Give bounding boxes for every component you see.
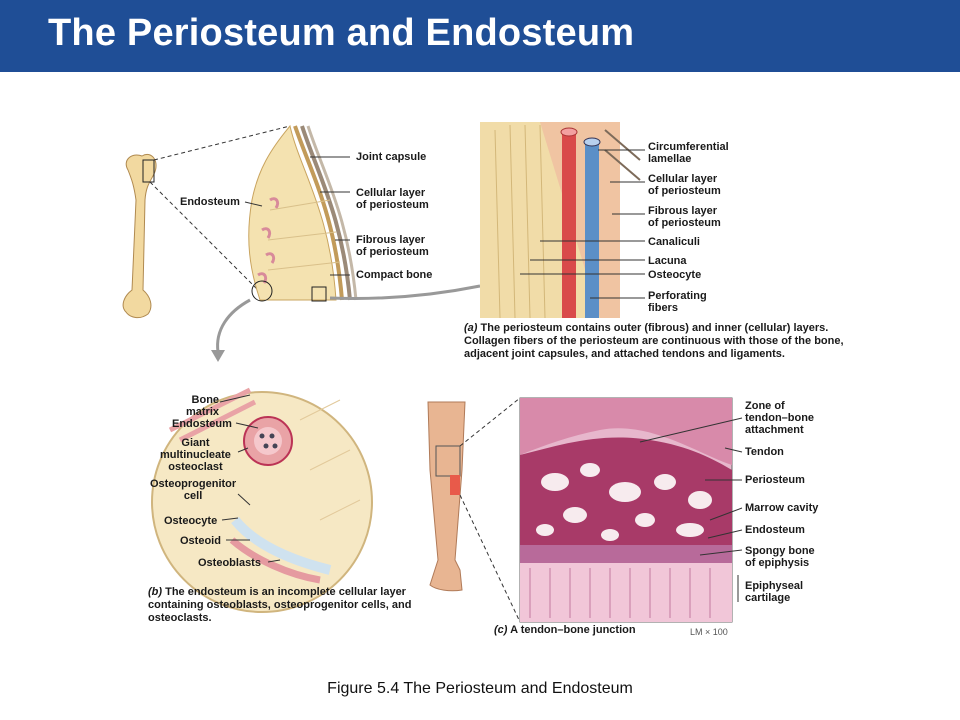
label-canaliculi: Canaliculi [648, 236, 700, 248]
label-tendon: Tendon [745, 446, 784, 458]
zoom-line-bottom [149, 181, 259, 291]
label-endosteum-c: Endosteum [745, 524, 805, 536]
tag-c: (c) [494, 624, 508, 636]
label-osteoid: Osteoid [180, 535, 221, 547]
caption-text-a: The periosteum contains outer (fibrous) … [464, 322, 844, 360]
label-osteocyte-b: Osteocyte [164, 515, 218, 527]
label-endosteum-b: Endosteum [172, 418, 232, 430]
zoom-box-section [311, 286, 327, 302]
label-epiphyseal-cartilage: Epiphyseal cartilage [745, 580, 804, 604]
humerus-bone [122, 154, 157, 319]
figure-caption: Figure 5.4 The Periosteum and Endosteum [327, 680, 633, 697]
micrograph [519, 397, 733, 623]
label-circumferential-lamellae: Circumferential lamellae [648, 141, 729, 165]
periosteum-section [248, 124, 358, 301]
zoom-line-top [153, 125, 291, 161]
slide-title: The Periosteum and Endosteum [48, 12, 635, 54]
label-bone-matrix: Bone matrix [186, 394, 220, 418]
label-joint-capsule: Joint capsule [356, 151, 427, 163]
label-marrow-cavity: Marrow cavity [745, 502, 819, 514]
magnification-label: LM × 100 [690, 627, 728, 637]
zoom-box-humerus [142, 159, 155, 183]
label-zone-attachment: Zone of tendon–bone attachment [745, 400, 815, 436]
endosteum-circle [151, 387, 373, 613]
compact-bone-block [480, 122, 641, 319]
arrow-to-b [216, 298, 251, 353]
label-osteocyte-a: Osteocyte [648, 269, 702, 281]
zoom-circle-endosteum [251, 280, 273, 302]
label-perforating-fibers: Perforating fibers [648, 290, 707, 314]
label-cellular-layer-a2: Cellular layer of periosteum [648, 173, 721, 197]
leg-illustration [427, 401, 466, 592]
label-endosteum-a: Endosteum [180, 196, 240, 208]
arrow-to-a [329, 284, 481, 300]
label-lacuna: Lacuna [648, 255, 687, 267]
label-fibrous-layer-a: Fibrous layer of periosteum [356, 234, 429, 258]
label-compact-bone: Compact bone [356, 269, 433, 281]
caption-panel-b: (b) The endosteum is an incomplete cellu… [148, 586, 448, 625]
caption-panel-c: (c) A tendon–bone junction [494, 624, 636, 637]
title-bar: The Periosteum and Endosteum [0, 0, 960, 72]
label-spongy-bone: Spongy bone of epiphysis [745, 545, 815, 569]
caption-text-b: The endosteum is an incomplete cellular … [148, 586, 412, 624]
label-osteoclast: Giant multinucleate osteoclast [160, 437, 231, 473]
label-cellular-layer-a: Cellular layer of periosteum [356, 187, 429, 211]
tag-a: (a) [464, 322, 478, 334]
tag-b: (b) [148, 586, 163, 598]
label-periosteum: Periosteum [745, 474, 805, 486]
label-osteoprogenitor: Osteoprogenitor cell [150, 478, 237, 502]
caption-panel-a: (a) The periosteum contains outer (fibro… [464, 322, 844, 361]
label-osteoblasts: Osteoblasts [198, 557, 261, 569]
label-fibrous-layer-a2: Fibrous layer of periosteum [648, 205, 721, 229]
caption-text-c: A tendon–bone junction [510, 624, 636, 636]
